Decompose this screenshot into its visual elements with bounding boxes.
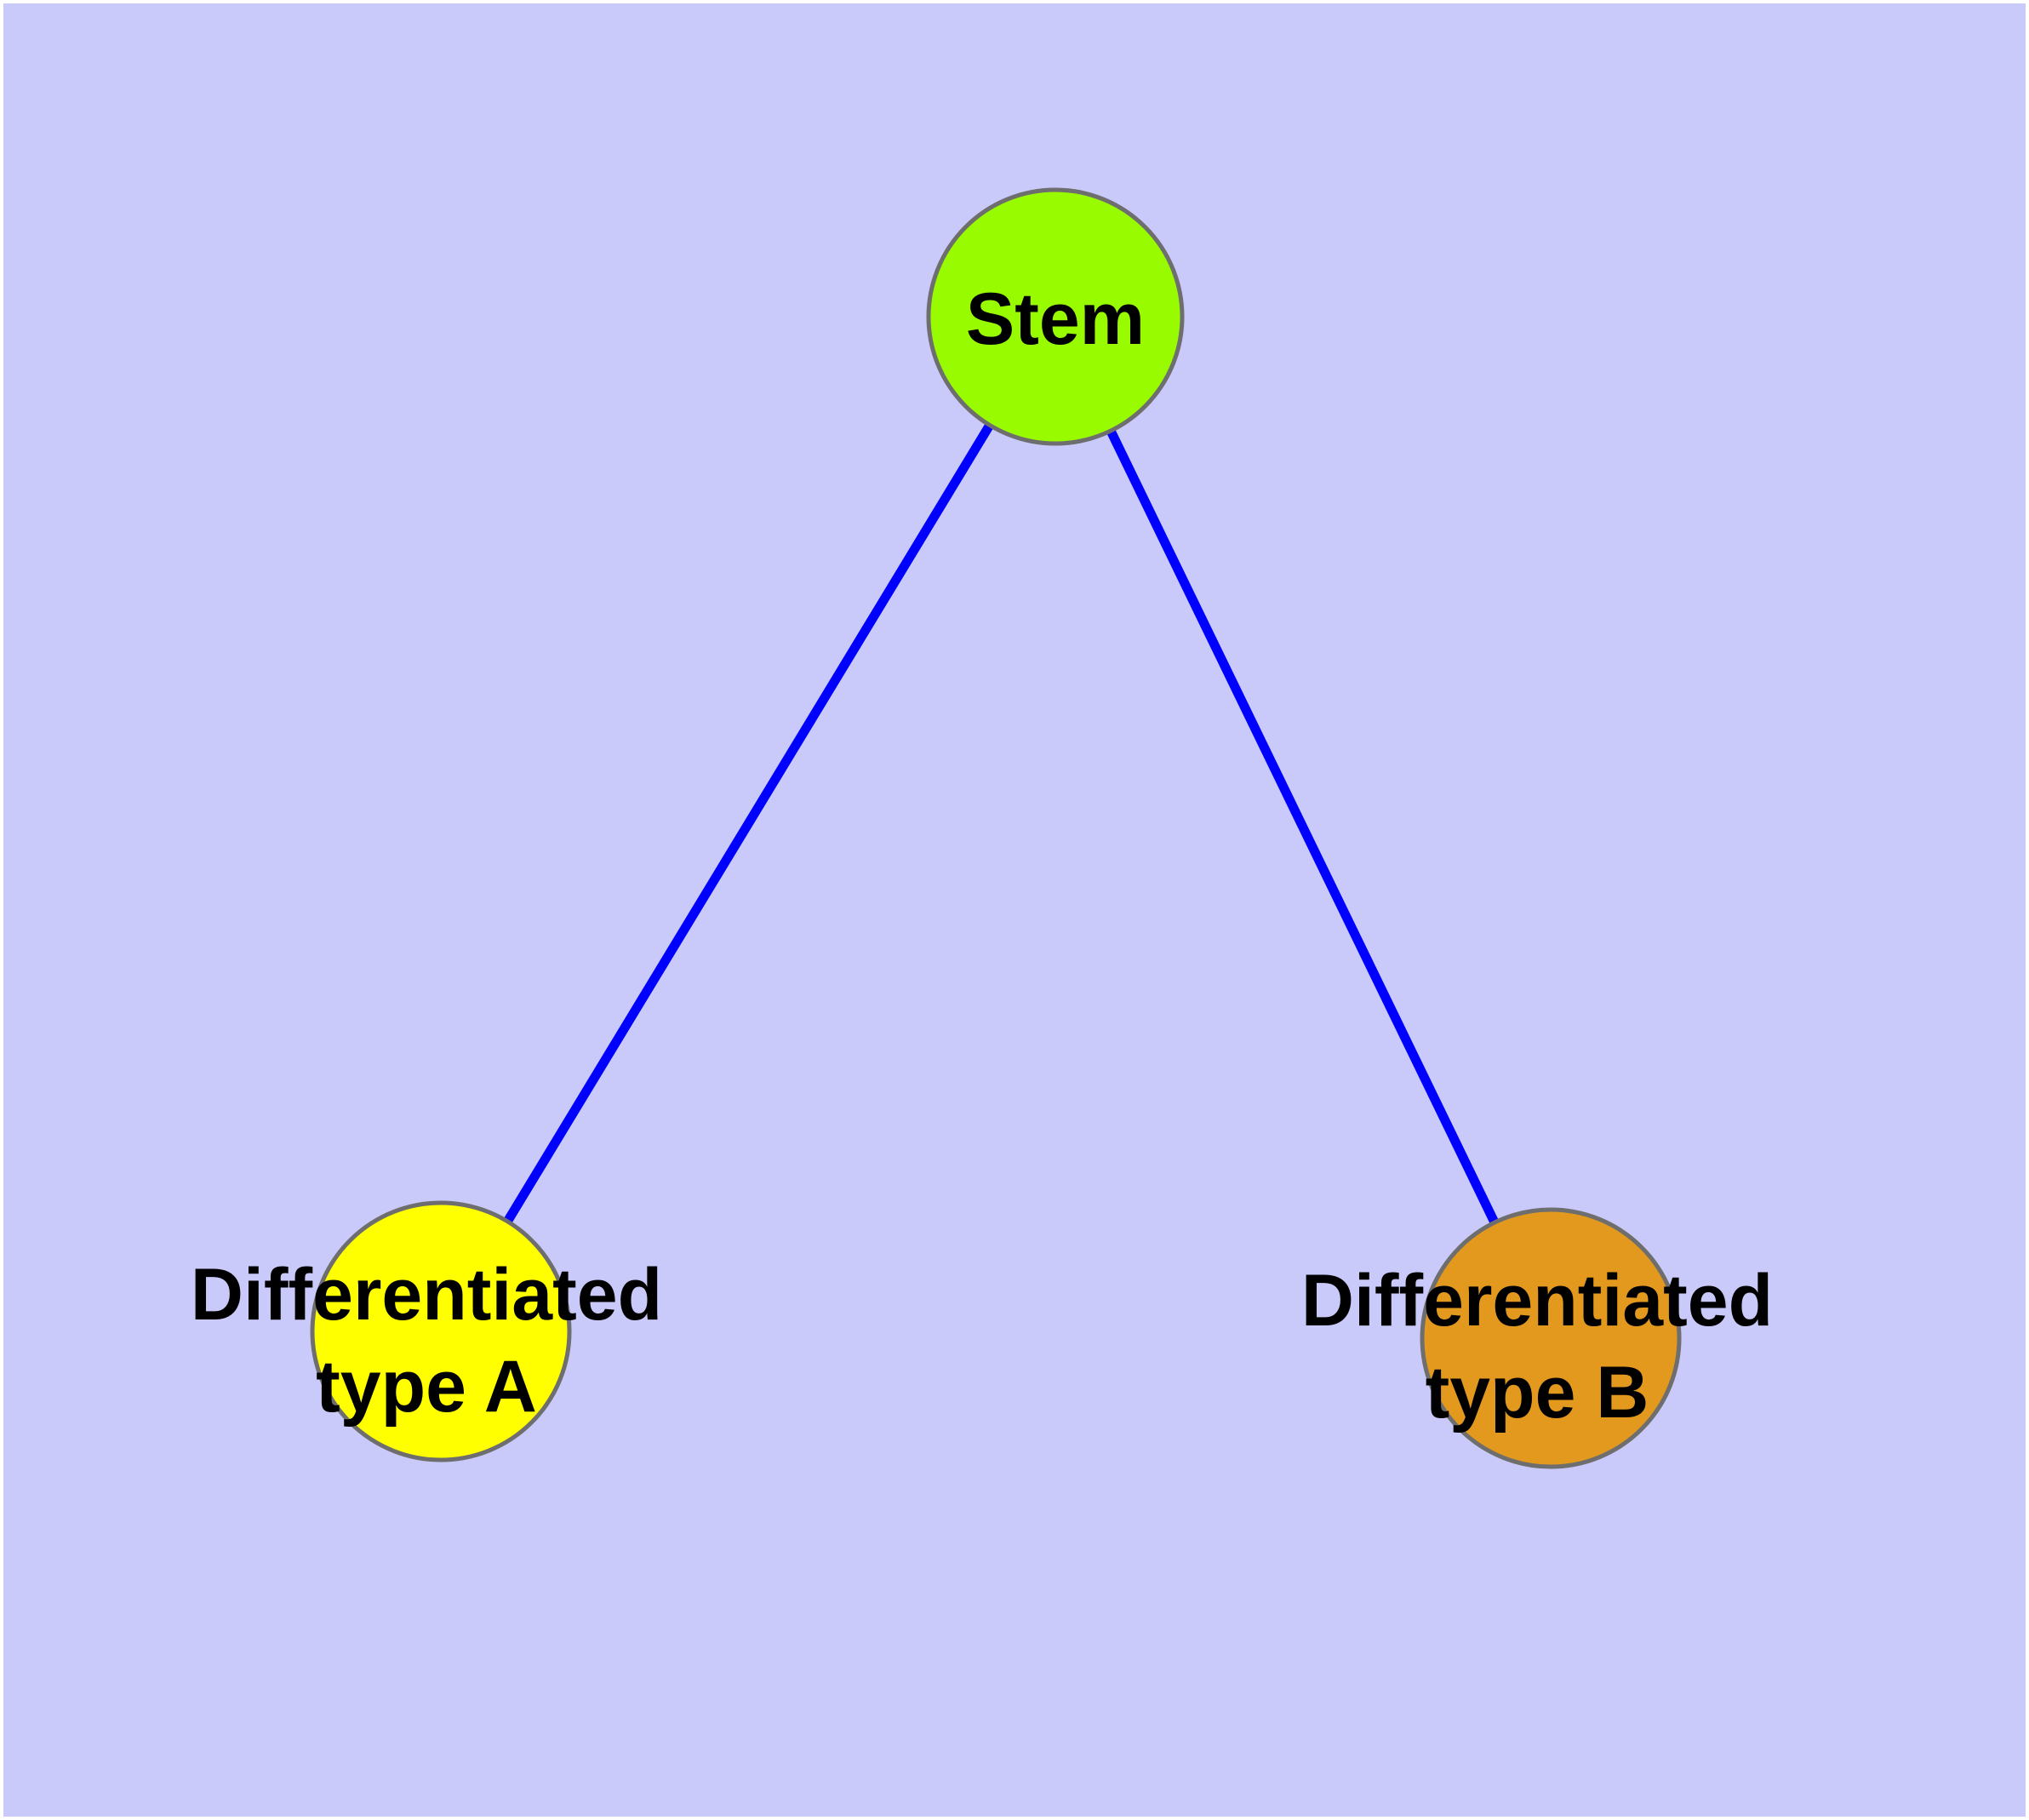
- node-differentiated-type-a: [310, 1200, 572, 1462]
- nodes-layer: [310, 187, 1682, 1469]
- node-type-b-label-line1: Differentiated: [1301, 1260, 1773, 1342]
- edge-stem-to-type-a: [437, 314, 1060, 1334]
- node-type-b-label-line2: type B: [1426, 1352, 1649, 1434]
- edges-layer: [437, 314, 1555, 1341]
- node-type-a-label-line1: Differentiated: [191, 1254, 662, 1336]
- node-stem-label: Stem: [966, 278, 1145, 360]
- edge-stem-to-type-b: [1051, 314, 1555, 1341]
- node-stem: [926, 187, 1185, 446]
- node-type-a-label-line2: type A: [316, 1346, 537, 1428]
- labels-layer: Stem Differentiated type A Differentiate…: [191, 278, 1773, 1434]
- node-differentiated-type-b: [1420, 1207, 1682, 1469]
